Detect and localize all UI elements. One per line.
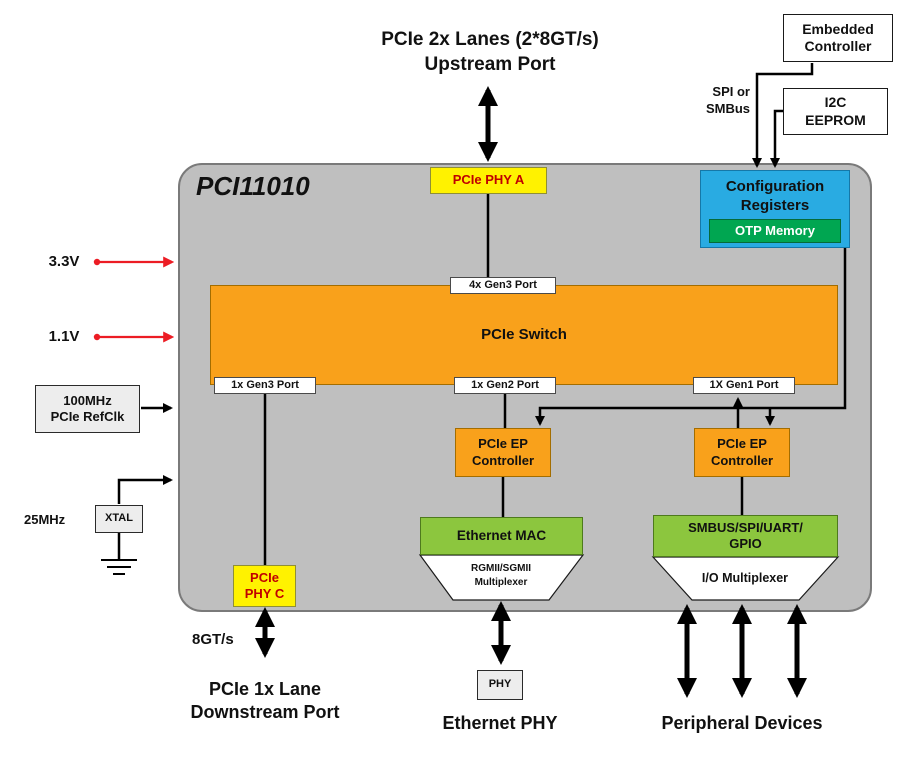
- power-arrows: [93, 256, 175, 343]
- downstream-port-label: PCIe 1x Lane Downstream Port: [190, 679, 340, 723]
- config-registers-block: Configuration Registers OTP Memory: [700, 170, 850, 248]
- embedded-controller-box: Embedded Controller: [783, 14, 893, 62]
- v33-label: 3.3V: [48, 253, 80, 270]
- port-1x-gen1: 1X Gen1 Port: [693, 377, 795, 394]
- i2c-eeprom-box: I2C EEPROM: [783, 88, 888, 135]
- smbus-gpio-block: SMBUS/SPI/UART/ GPIO: [653, 515, 838, 557]
- xtal-freq-label: 25MHz: [24, 512, 66, 527]
- io-mux-shape: [651, 556, 840, 601]
- spi-smbus-label: SPI or SMBus: [705, 84, 750, 116]
- multiplexer-shapes: [418, 554, 840, 601]
- chip-title: PCI11010: [196, 171, 310, 201]
- ethernet-mac-block: Ethernet MAC: [420, 517, 583, 555]
- rgmii-mux-label: RGMII/SGMII Multiplexer: [471, 563, 531, 588]
- pcie-phy-c-block: PCIe PHY C: [233, 565, 296, 607]
- ground-symbol: [101, 559, 137, 575]
- port-1x-gen2: 1x Gen2 Port: [454, 377, 556, 394]
- pcie-phy-a-block: PCIe PHY A: [430, 167, 547, 194]
- peripheral-devices-label: Peripheral Devices: [661, 713, 823, 733]
- external-port-arrows: [255, 86, 807, 698]
- xtal-wire: [117, 475, 173, 504]
- pcie-switch-block: PCIe Switch: [210, 285, 838, 385]
- v11-label: 1.1V: [48, 328, 80, 345]
- refclk-box: 100MHz PCIe RefClk: [35, 385, 140, 433]
- port-1x-gen3: 1x Gen3 Port: [214, 377, 316, 394]
- upstream-port-label: PCIe 2x Lanes (2*8GT/s) Upstream Port: [381, 29, 599, 75]
- ethernet-phy-label: Ethernet PHY: [442, 713, 558, 733]
- embedded-controller-wire: [752, 63, 814, 168]
- pcie-ep-controller-right: PCIe EP Controller: [694, 428, 790, 477]
- rgmii-mux-shape: [418, 554, 585, 601]
- port-4x-gen3: 4x Gen3 Port: [450, 277, 556, 294]
- gt8-label: 8GT/s: [192, 631, 234, 648]
- io-mux-label: I/O Multiplexer: [701, 571, 789, 585]
- config-registers-label: Configuration Registers: [725, 178, 825, 214]
- eeprom-wire: [770, 109, 784, 168]
- ethernet-phy-box: PHY: [477, 670, 523, 700]
- otp-memory-block: OTP Memory: [709, 219, 841, 243]
- xtal-box: XTAL: [95, 505, 143, 533]
- internal-wires: [117, 63, 847, 565]
- pcie-ep-controller-center: PCIe EP Controller: [455, 428, 551, 477]
- config-bus-wire: [535, 248, 847, 426]
